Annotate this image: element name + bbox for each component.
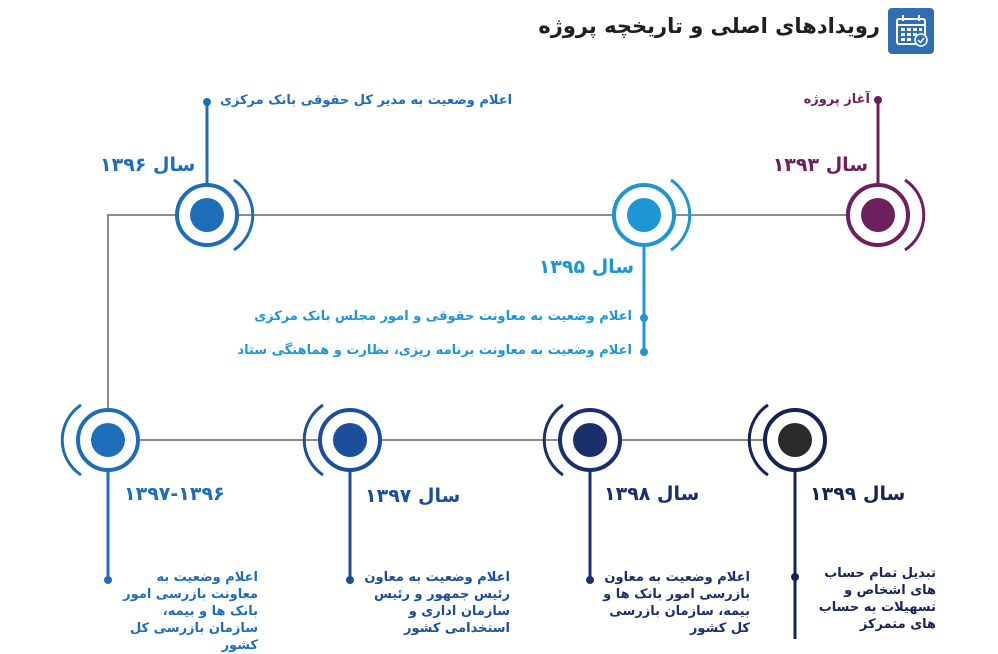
- page-title: رویدادهای اصلی و تاریخچه پروژه: [538, 14, 880, 38]
- event-1393-1: آغاز پروژه: [803, 92, 870, 107]
- timeline-connector: [107, 214, 878, 441]
- year-label-1397: سال ۱۳۹۷: [365, 485, 461, 507]
- stem-dot-1397: [346, 576, 354, 584]
- node-1397: [302, 403, 382, 477]
- stem-dot-1398: [586, 576, 594, 584]
- stem-dot-1396: [203, 98, 211, 106]
- calendar-icon: [888, 8, 934, 54]
- year-label-1397-1396: ۱۳۹۷-۱۳۹۶: [124, 483, 225, 505]
- node-1395: [612, 178, 692, 252]
- node-1399: [747, 403, 827, 477]
- year-label-1399: سال ۱۳۹۹: [810, 483, 906, 505]
- event-1395-2: اعلام وضعیت به معاونت برنامه ریزی، نظارت…: [237, 343, 632, 358]
- event-1398-1: اعلام وضعیت به معاون بازرسی امور بانک ها…: [603, 570, 750, 636]
- node-1397-1396: [60, 403, 140, 477]
- node-1393: [846, 178, 926, 252]
- node-1398: [542, 403, 622, 477]
- event-1399-1: تبدیل تمام حساب های اشخاص و تسهیلات به ح…: [818, 566, 936, 632]
- node-1396: [175, 178, 255, 252]
- stem-dot-1395-a: [640, 314, 648, 322]
- stem-dot-1393: [874, 96, 882, 104]
- year-label-1396: سال ۱۳۹۶: [100, 154, 196, 176]
- event-1397-1396-1: اعلام وضعیت به معاونت بازرسی امور بانک ه…: [123, 570, 258, 653]
- stem-dot-1399: [791, 573, 799, 581]
- event-1397-1: اعلام وضعیت به معاون رئیس جمهور و رئیس س…: [364, 570, 510, 636]
- event-1395-1: اعلام وضعیت به معاونت حقوقی و امور مجلس …: [254, 309, 632, 324]
- year-label-1395: سال ۱۳۹۵: [538, 256, 634, 278]
- year-label-1398: سال ۱۳۹۸: [604, 483, 700, 505]
- timeline-diagram: [60, 96, 926, 639]
- stem-dot-1397-1396: [104, 576, 112, 584]
- event-1396-1: اعلام وضعیت به مدیر کل حقوقی بانک مرکزی: [220, 93, 513, 108]
- year-label-1393: سال ۱۳۹۳: [772, 154, 868, 176]
- stem-dot-1395-b: [640, 348, 648, 356]
